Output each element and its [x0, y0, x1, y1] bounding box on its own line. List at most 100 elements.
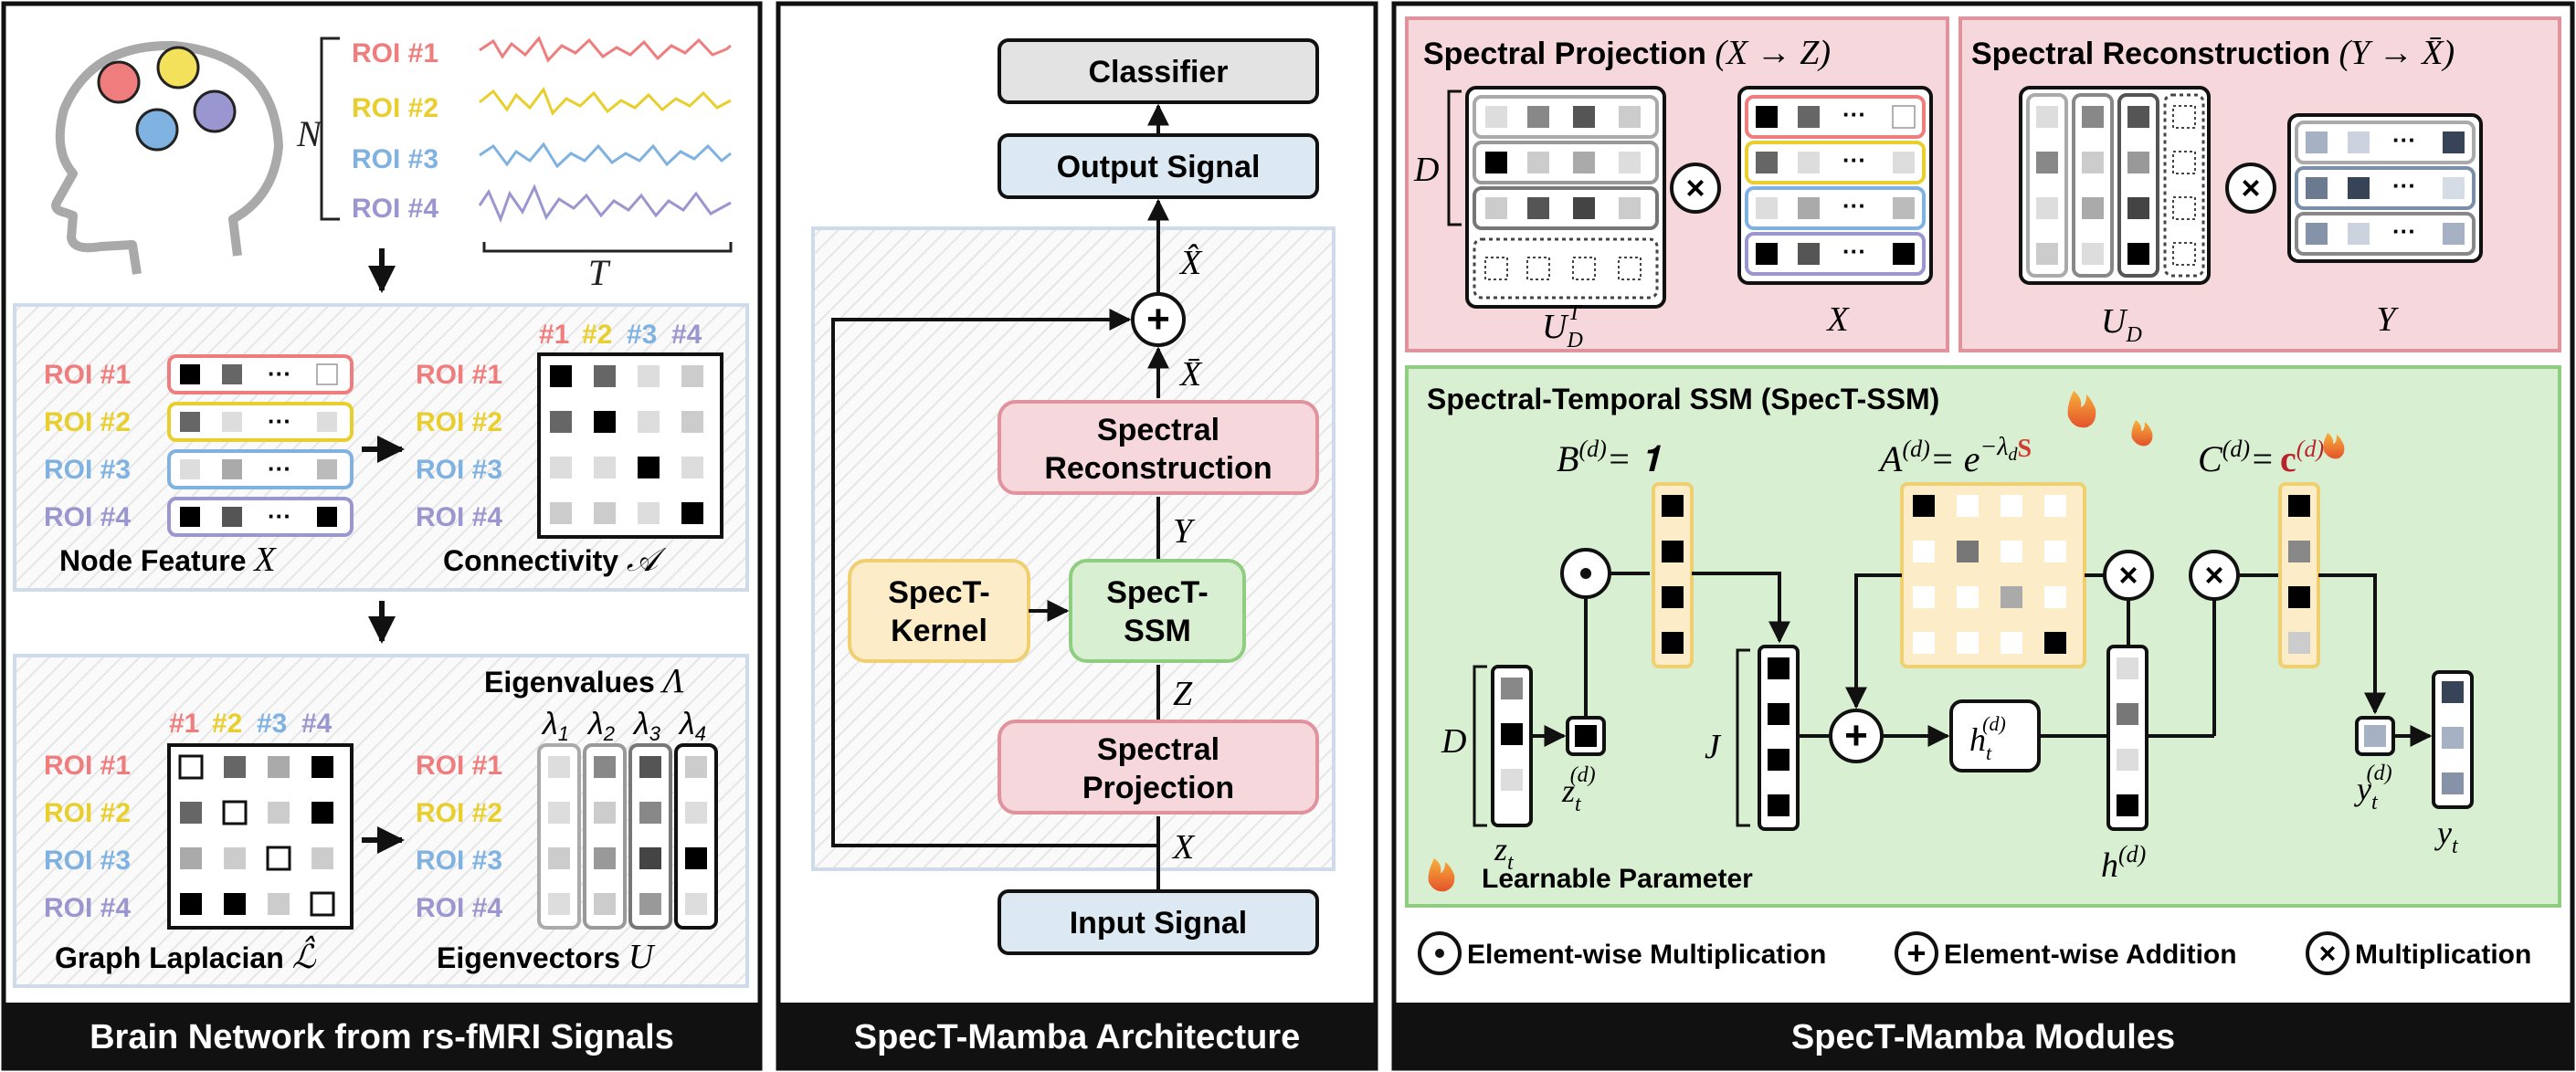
nf-roi2: ROI #2	[44, 407, 131, 437]
roi4-signal	[478, 184, 732, 224]
residual-add	[1131, 292, 1186, 347]
svg-text:X: X	[1825, 300, 1850, 339]
svg-text:#2: #2	[212, 709, 242, 739]
svg-text:Spectral-Temporal SSM (SpecT-S: Spectral-Temporal SSM (SpecT-SSM)	[1427, 383, 1939, 415]
x-matrix: ··· ··· ··· ···	[1737, 86, 1933, 285]
nf-roi1: ROI #1	[44, 360, 131, 390]
flame-icon	[2067, 391, 2096, 428]
roi1-node	[97, 60, 141, 104]
svg-text:ROI #4: ROI #4	[44, 893, 131, 923]
svg-text:ht(d): ht(d)	[1969, 712, 2006, 764]
svg-text:···: ···	[268, 455, 291, 482]
spect-ssm-box	[1069, 559, 1246, 663]
nf-roi4: ROI #4	[44, 502, 131, 532]
svg-text:X̂: X̂	[1178, 244, 1203, 282]
panel1-footer: Brain Network from rs-fMRI Signals	[90, 1018, 674, 1056]
roi1-label-top: ROI #1	[352, 38, 438, 68]
svg-text:Element-wise Addition: Element-wise Addition	[1944, 940, 2237, 970]
svg-text:X: X	[1171, 828, 1196, 867]
svg-text:X̄: X̄	[1178, 355, 1203, 394]
svg-text:ROI #3: ROI #3	[44, 846, 131, 876]
multiply-icon-proj	[1670, 163, 1721, 214]
svg-text:Kernel: Kernel	[891, 614, 987, 648]
svg-text:×: ×	[2118, 556, 2138, 594]
svg-text:SpecT-: SpecT-	[1106, 575, 1208, 610]
nf-roi3: ROI #3	[44, 455, 131, 485]
svg-text:+: +	[1906, 934, 1926, 972]
svg-text:×: ×	[2319, 937, 2337, 970]
y-matrix: ··· ··· ···	[2287, 113, 2483, 263]
svg-text:Spectral Projection (X → Z): Spectral Projection (X → Z)	[1423, 34, 1831, 72]
svg-text:···: ···	[268, 407, 291, 435]
connectivity-matrix	[537, 352, 723, 539]
svg-text:ROI #2: ROI #2	[416, 798, 502, 828]
roi3-node	[135, 108, 179, 152]
con-roi1: ROI #1	[416, 360, 502, 390]
classifier-box	[998, 38, 1319, 104]
svg-text:···: ···	[1842, 192, 1866, 219]
roi-signals	[478, 36, 732, 224]
svg-text:Eigenvalues Λ: Eigenvalues Λ	[484, 662, 684, 700]
svg-text:Graph Laplacian ℒ̂: Graph Laplacian ℒ̂	[55, 935, 317, 975]
roi4-node	[193, 89, 237, 133]
t-label: T	[588, 252, 611, 293]
con-roi4: ROI #4	[416, 502, 502, 532]
roi3-signal	[479, 142, 732, 169]
panel-architecture: SpecT-Mamba Architecture Classifier Outp…	[776, 1, 1378, 1071]
n-label: N	[296, 113, 323, 154]
svg-text:SpecT-: SpecT-	[888, 575, 989, 610]
eigenvector-matrix	[537, 743, 718, 930]
svg-text:D: D	[1441, 722, 1466, 761]
output-signal-box	[998, 133, 1319, 199]
svg-text:h(d): h(d)	[2101, 841, 2146, 885]
svg-text:···: ···	[2392, 172, 2416, 199]
spectral-reconstruction-box	[998, 400, 1319, 495]
con-roi3: ROI #3	[416, 455, 502, 485]
node-feature-label: Node Feature	[59, 544, 246, 577]
head-icon	[51, 40, 283, 275]
svg-text:Multiplication: Multiplication	[2355, 940, 2531, 970]
svg-text:UDT: UDT	[1542, 301, 1583, 352]
panel-modules: SpecT-Mamba Modules Spectral Projection …	[1391, 1, 2575, 1071]
svg-text:Y: Y	[2376, 300, 2399, 339]
svg-text:Y: Y	[1173, 512, 1196, 551]
svg-text:···: ···	[268, 360, 291, 387]
svg-text:Classifier: Classifier	[1088, 55, 1228, 89]
svg-text:Input Signal: Input Signal	[1070, 906, 1248, 941]
svg-text:C(d)=c(d): C(d)=c(d)	[2198, 436, 2324, 479]
eigenvectors-label: Eigenvectors	[437, 941, 620, 974]
roi1-signal	[479, 36, 732, 63]
svg-text:Node Feature X: Node Feature X	[59, 541, 277, 579]
eigenvalues-label: Eigenvalues	[484, 666, 655, 699]
svg-text:···: ···	[2392, 217, 2416, 245]
svg-text:···: ···	[1842, 237, 1866, 265]
col-label-3: #3	[627, 320, 657, 350]
svg-text:ROI #1: ROI #1	[416, 751, 502, 781]
svg-text:Spectral Reconstruction (Y → X: Spectral Reconstruction (Y → X̄)	[1971, 34, 2455, 72]
laplacian-label: Graph Laplacian	[55, 941, 284, 974]
node-feature-matrix: ··· ··· ··· ···	[167, 354, 354, 537]
svg-text:+: +	[1844, 713, 1868, 758]
svg-text:SSM: SSM	[1124, 614, 1191, 648]
svg-text:Element-wise Multiplication: Element-wise Multiplication	[1467, 940, 1826, 970]
svg-text:UD: UD	[2101, 302, 2142, 347]
svg-text:yt(d): yt(d)	[2354, 762, 2392, 815]
svg-text:Spectral: Spectral	[1097, 732, 1219, 767]
svg-text:×: ×	[2241, 169, 2260, 206]
col-label-2: #2	[582, 320, 612, 350]
panel-brain-network: Brain Network from rs-fMRI Signals N ROI…	[1, 1, 763, 1071]
svg-text:···: ···	[2392, 126, 2416, 153]
svg-text:zt: zt	[1494, 831, 1515, 875]
svg-text:+: +	[1146, 297, 1170, 342]
roi2-node	[156, 46, 200, 89]
svg-text:λ3: λ3	[632, 707, 661, 745]
con-roi2: ROI #2	[416, 407, 502, 437]
svg-text:yt: yt	[2434, 815, 2459, 858]
svg-text:B(d)= 𝟏: B(d)= 𝟏	[1557, 436, 1662, 479]
svg-text:#4: #4	[301, 709, 333, 739]
roi3-label-top: ROI #3	[352, 144, 438, 174]
svg-text:ROI #2: ROI #2	[44, 798, 131, 828]
svg-text:Learnable Parameter: Learnable Parameter	[1482, 864, 1753, 894]
svg-text:#1: #1	[169, 709, 199, 739]
svg-text:#3: #3	[257, 709, 287, 739]
